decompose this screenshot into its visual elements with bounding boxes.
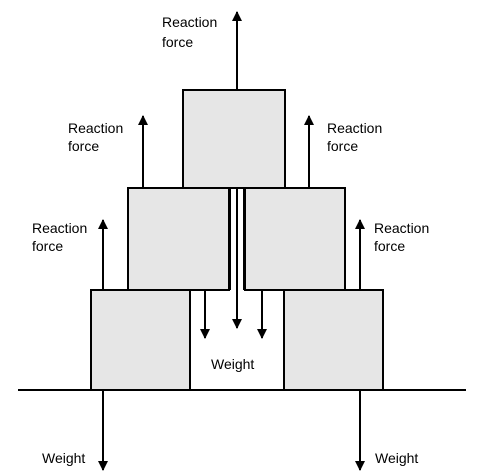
reaction-label-middle-right-line1: Reaction xyxy=(327,120,383,136)
block-bottom-left xyxy=(90,289,191,391)
reaction-label-bottom-left-line1: Reaction xyxy=(32,220,88,236)
reaction-label-middle-left-line1: Reaction xyxy=(68,120,124,136)
reaction-label-middle-left-line2: force xyxy=(68,138,100,154)
block-top xyxy=(182,89,286,189)
reaction-label-top-line2: force xyxy=(162,34,194,50)
reaction-label-bottom-right-line2: force xyxy=(374,238,406,254)
weight-label-right: Weight xyxy=(375,450,419,466)
reaction-label-bottom-right-line1: Reaction xyxy=(374,220,430,236)
block-bottom-right xyxy=(283,289,384,391)
weight-label-left: Weight xyxy=(42,450,86,466)
reaction-label-bottom-left-line2: force xyxy=(32,238,64,254)
weight-label-center: Weight xyxy=(211,356,255,372)
reaction-label-top-line1: Reaction xyxy=(162,14,218,30)
block-middle-right xyxy=(244,187,346,291)
block-middle-left xyxy=(127,187,230,291)
reaction-label-middle-right-line2: force xyxy=(327,138,359,154)
